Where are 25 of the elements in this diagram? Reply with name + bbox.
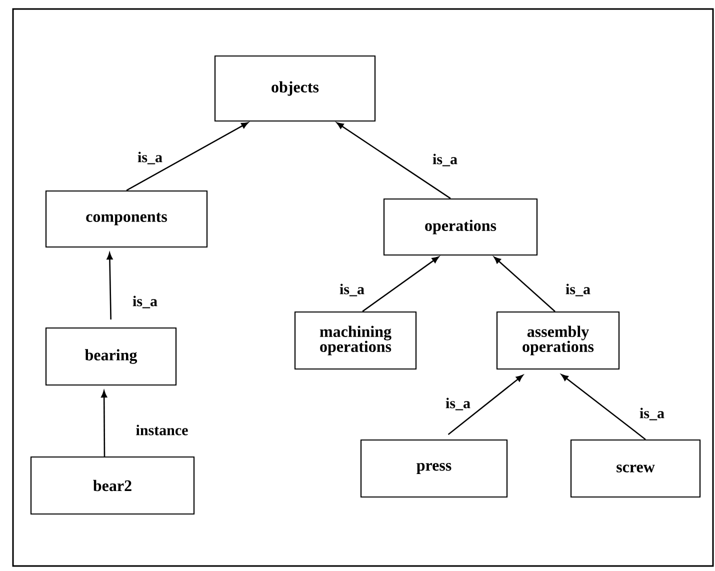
concept-box: objects	[214, 55, 376, 122]
concept-box: machining operations	[294, 311, 417, 370]
arrow	[561, 374, 646, 440]
concept-box: bearing	[45, 327, 177, 386]
concept-box: operations	[383, 198, 538, 256]
edge-label: is_a	[444, 396, 472, 412]
edge-label: is_a	[136, 150, 164, 166]
concept-box: bear2	[30, 456, 195, 515]
edge-label: is_a	[338, 282, 366, 298]
concept-box: screw	[570, 439, 701, 498]
edge-label: instance	[134, 424, 190, 436]
concept-box: press	[360, 439, 508, 498]
arrow	[106, 252, 113, 320]
edge-label: is_a	[432, 152, 458, 168]
arrow	[126, 122, 248, 192]
arrow	[101, 390, 108, 456]
edge-label: is_a	[638, 406, 666, 422]
arrow	[448, 374, 524, 435]
arrow	[494, 256, 556, 312]
edge-label: is_a	[132, 294, 158, 310]
arrow	[362, 256, 440, 312]
concept-box: components	[45, 190, 208, 248]
concept-box: assembly operations	[496, 311, 620, 370]
arrow	[336, 122, 451, 199]
edge-label: is_a	[564, 282, 592, 298]
